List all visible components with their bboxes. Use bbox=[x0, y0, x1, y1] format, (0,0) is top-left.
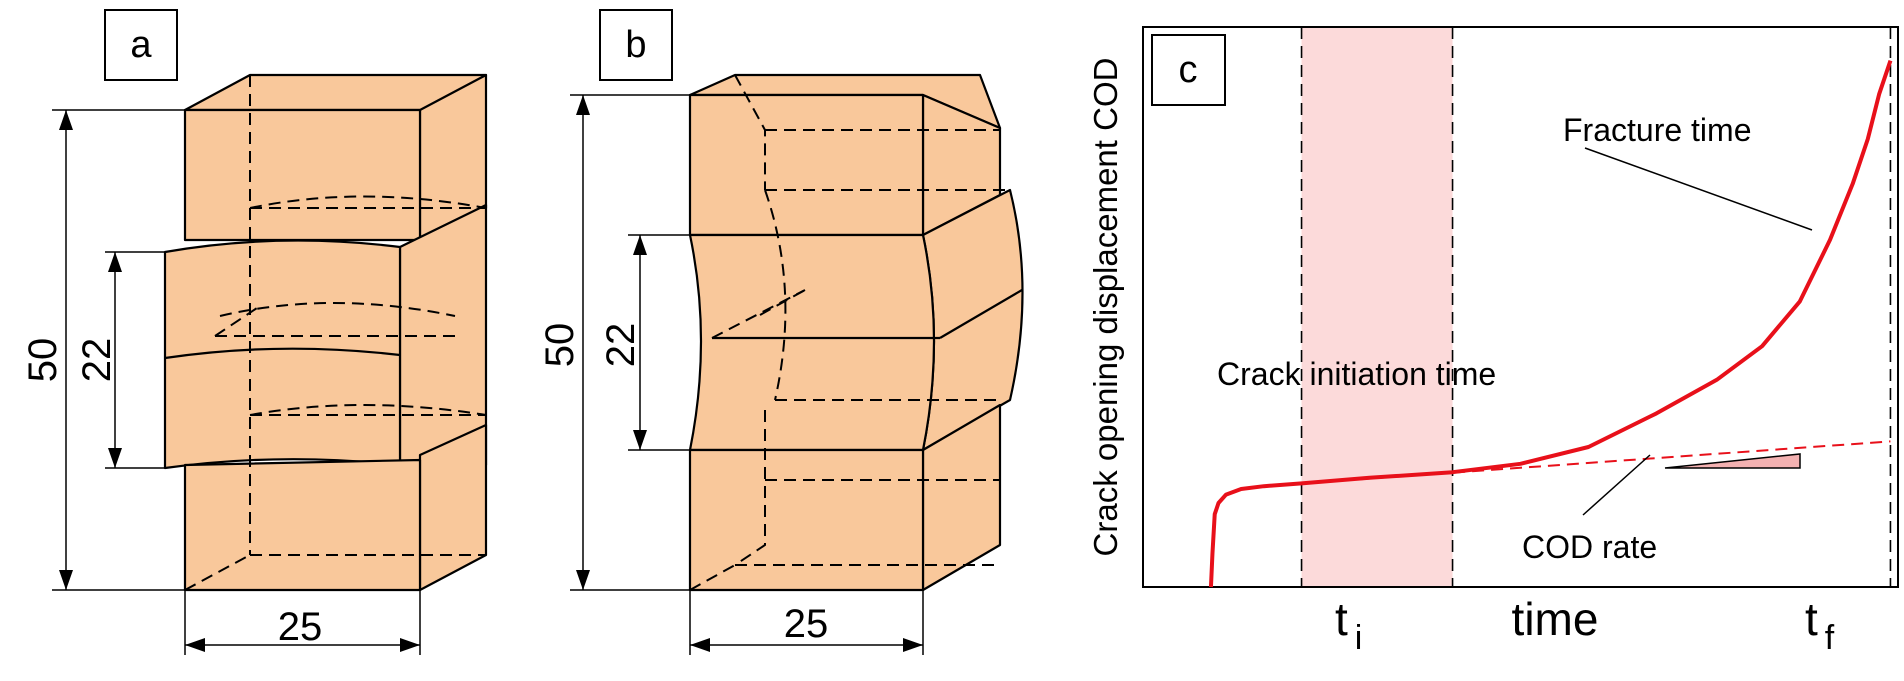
arrowhead bbox=[59, 570, 73, 590]
hidden-edge bbox=[214, 305, 261, 337]
hidden-edge bbox=[689, 564, 736, 591]
specimen-a-notch-mid-edge bbox=[164, 347, 401, 360]
dim-label-height: 50 bbox=[21, 338, 65, 383]
annotation-fracture-time: Fracture time bbox=[1563, 112, 1751, 148]
x-axis-label: time bbox=[1512, 593, 1599, 645]
hidden-edge bbox=[249, 404, 487, 416]
leader-line-rate bbox=[1582, 454, 1651, 516]
panel-label-a: a bbox=[130, 24, 152, 66]
leader-line-fracture bbox=[1584, 147, 1813, 231]
cod-rate-triangle bbox=[1664, 453, 1801, 469]
annotation-crack-initiation-time: Crack initiation time bbox=[1217, 356, 1496, 392]
dim-label-width: 25 bbox=[784, 602, 829, 646]
arrowhead bbox=[185, 638, 205, 652]
series-line-cod bbox=[1208, 59, 1893, 588]
arrowhead bbox=[108, 252, 122, 272]
hidden-edge bbox=[734, 410, 766, 566]
specimen-b-lower-front-face bbox=[688, 448, 925, 592]
panel-label-b: b bbox=[625, 24, 646, 66]
panel-label-box-b bbox=[599, 9, 673, 81]
specimen-a-top-front-face bbox=[183, 108, 422, 242]
arrowhead bbox=[633, 235, 647, 255]
dim-label-notch: 22 bbox=[599, 323, 643, 368]
panel-label-box-c bbox=[1151, 34, 1226, 106]
arrowhead bbox=[59, 110, 73, 130]
specimen-b-middle-edge bbox=[939, 289, 1023, 339]
arrowhead bbox=[576, 95, 590, 115]
specimen-b-upper-front-face bbox=[688, 93, 925, 237]
crack-initiation-band bbox=[1301, 27, 1453, 587]
arrowhead bbox=[633, 430, 647, 450]
panel-c-chart: Fracture time Crack initiation time COD … bbox=[1087, 26, 1899, 657]
arrowhead bbox=[576, 570, 590, 590]
annotation-cod-rate: COD rate bbox=[1522, 529, 1657, 565]
arrowhead bbox=[903, 638, 923, 652]
hidden-edge bbox=[184, 554, 251, 591]
dim-label-notch: 22 bbox=[75, 338, 119, 383]
chart-frame bbox=[1142, 26, 1899, 588]
arrowhead bbox=[108, 448, 122, 468]
specimen-a-bottom-right-face bbox=[418, 423, 488, 592]
dim-label-width: 25 bbox=[278, 605, 323, 649]
specimen-b-middle-front-face bbox=[688, 233, 936, 452]
hidden-edge bbox=[759, 289, 806, 316]
hidden-edge bbox=[711, 289, 806, 339]
arrowhead bbox=[690, 638, 710, 652]
series-line-cod-rate bbox=[1301, 440, 1891, 485]
y-axis-label: Crack opening displacement COD bbox=[1087, 58, 1124, 557]
dim-label-height: 50 bbox=[538, 323, 582, 368]
panel-a: 50 22 25 a bbox=[21, 9, 488, 655]
panel-label-box-a bbox=[104, 9, 178, 81]
arrowhead bbox=[400, 638, 420, 652]
panel-label-c: c bbox=[1179, 49, 1198, 91]
panel-b: 50 22 25 b bbox=[538, 9, 1024, 655]
hidden-edge bbox=[249, 195, 487, 209]
hidden-edge bbox=[219, 302, 456, 317]
series-layer bbox=[1208, 59, 1893, 588]
hidden-edge bbox=[764, 189, 787, 401]
